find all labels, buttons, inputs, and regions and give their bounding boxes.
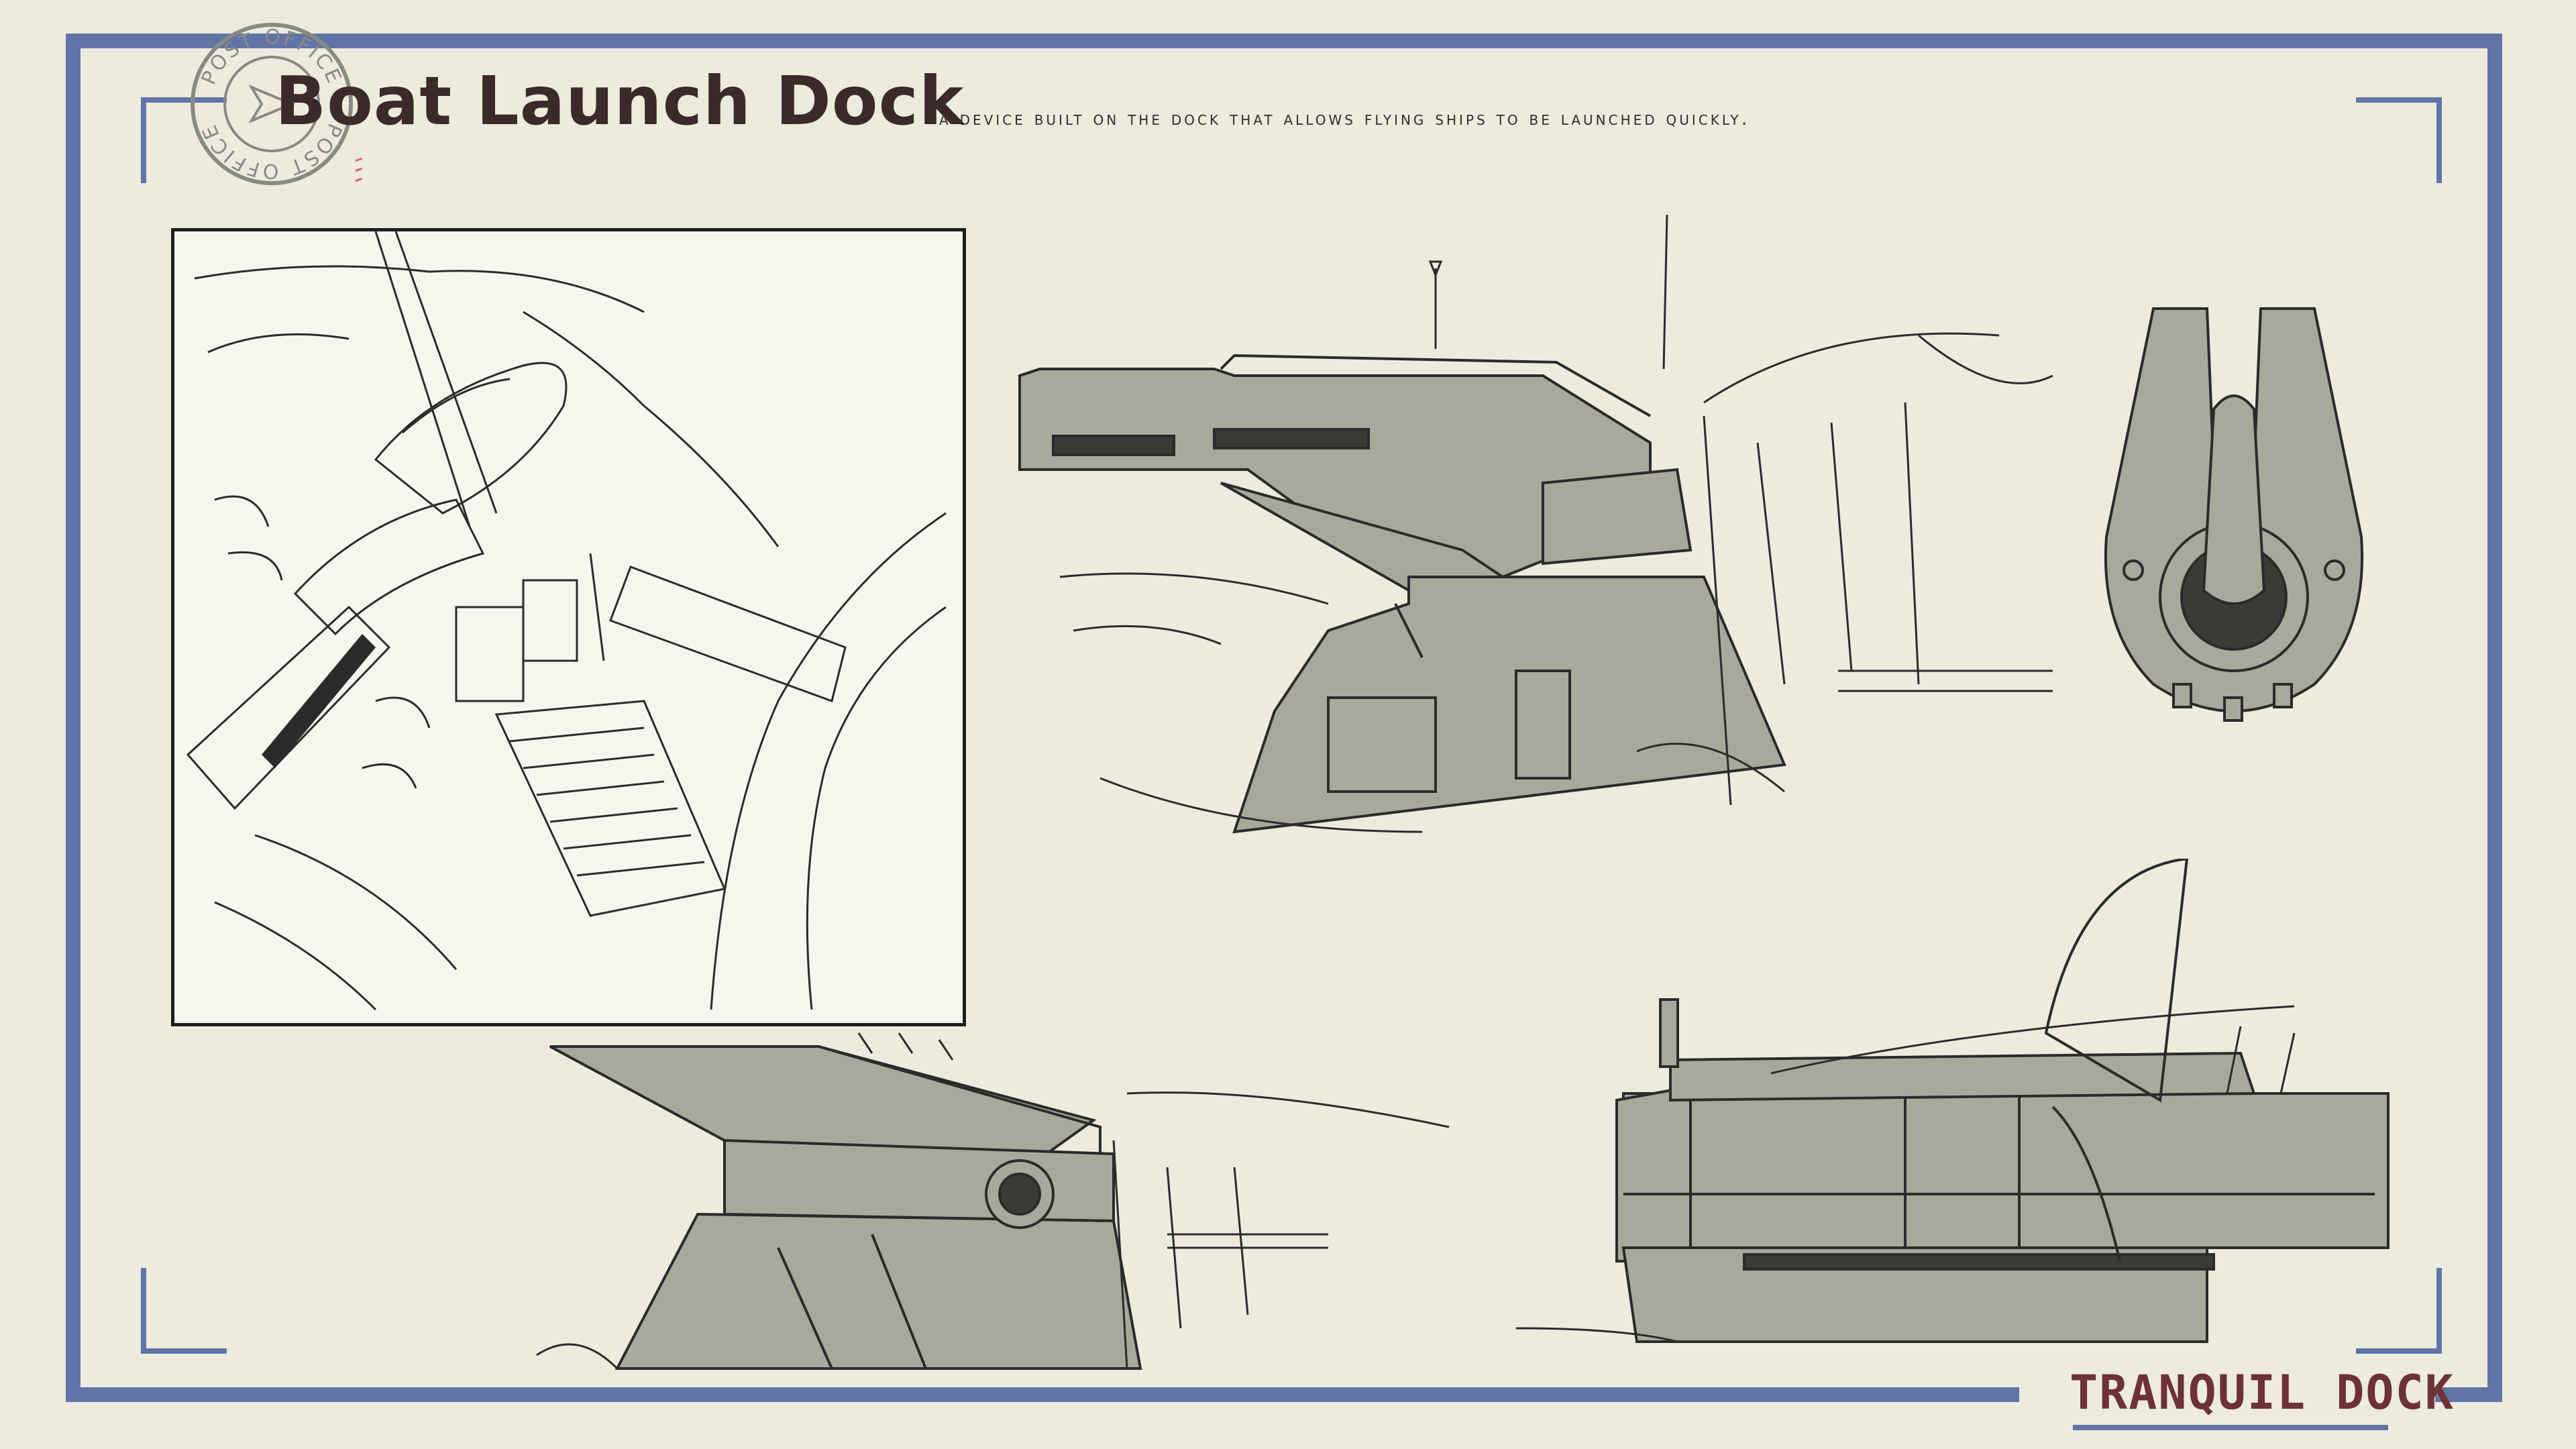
corner-bracket-bottom-right xyxy=(2356,1268,2442,1354)
perspective-sketch-panel xyxy=(171,228,966,1026)
long-side-view xyxy=(1515,859,2390,1343)
side-elevation-view xyxy=(1018,214,2053,834)
perspective-sketch xyxy=(186,231,947,1011)
page-frame xyxy=(66,34,2502,1402)
top-plan-view xyxy=(2104,307,2364,722)
tranquil-dock-logo: TRANQUIL DOCK xyxy=(2070,1365,2455,1420)
logo-underline xyxy=(2073,1425,2388,1430)
corner-bracket-top-left xyxy=(141,97,227,183)
frame-gap xyxy=(2019,1382,2435,1422)
corner-bracket-top-right xyxy=(2356,97,2442,183)
corner-bracket-bottom-left xyxy=(141,1268,227,1354)
front-angle-view xyxy=(536,1032,1450,1370)
post-office-stamp: POST OFFICE POST OFFICE xyxy=(191,23,362,185)
page-title: Boat Launch Dock xyxy=(275,62,965,140)
page-subtitle: A device built on the dock that allows f… xyxy=(939,107,1750,129)
